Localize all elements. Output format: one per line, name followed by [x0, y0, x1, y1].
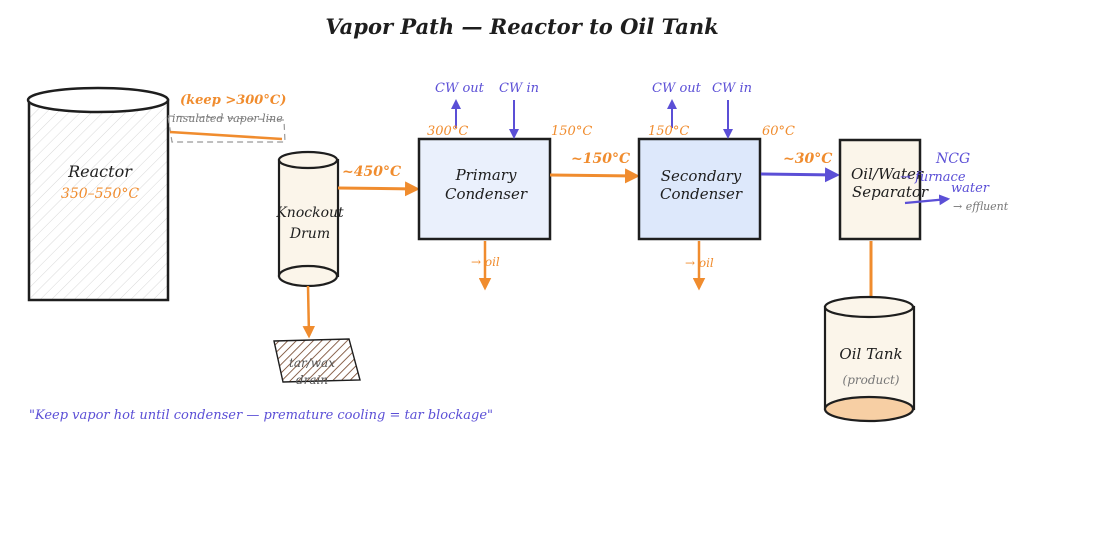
temp-to-secondary: ~150°C	[571, 151, 630, 167]
stream-to-separator	[760, 167, 840, 183]
insulated-line-label: insulated vapor line	[172, 112, 283, 125]
drain-arrow	[302, 285, 316, 339]
temp-to-separator: ~30°C	[783, 151, 832, 167]
temp-to-primary: ~450°C	[342, 164, 401, 180]
diagram-title: Vapor Path — Reactor to Oil Tank	[325, 14, 718, 39]
water-label: water	[951, 181, 990, 196]
oil-tank-label: Oil Tank	[839, 345, 902, 363]
oil-tank: Oil Tank (product)	[823, 295, 916, 423]
secondary-cw-out: CW out	[652, 81, 702, 96]
secondary-inlet-temp: 150°C	[648, 124, 689, 139]
separator-label-2: Separator	[852, 183, 929, 201]
primary-label-1: Primary	[455, 166, 517, 184]
water-arrow	[904, 194, 951, 206]
primary-condenser: Primary Condenser	[417, 137, 552, 241]
effluent-label: → effluent	[953, 200, 1009, 213]
oil-tank-note: (product)	[843, 373, 900, 387]
insulated-vapor-line: (keep >300°C) insulated vapor line	[167, 93, 286, 143]
primary-outlet-temp: 150°C	[551, 124, 592, 139]
oil-water-separator: Oil/Water Separator	[838, 138, 929, 241]
secondary-condenser: Secondary Condenser	[637, 137, 762, 241]
primary-cw-in: CW in	[499, 81, 539, 96]
reactor-vessel: Reactor 350–550°C	[26, 86, 170, 302]
furnace-label: → furnace	[900, 170, 966, 185]
separator-label-1: Oil/Water	[851, 165, 924, 183]
ncg-label: NCG	[935, 151, 970, 167]
keep-temp-note: (keep >300°C)	[180, 93, 286, 108]
knockout-label-1: Knockout	[275, 205, 344, 221]
stream-to-secondary	[549, 168, 640, 184]
secondary-label-2: Condenser	[660, 185, 743, 203]
stream-to-primary	[337, 181, 420, 197]
reactor-label: Reactor	[67, 162, 133, 181]
knockout-label-2: Drum	[289, 226, 330, 242]
secondary-oil-label: → oil	[685, 256, 714, 270]
primary-label-2: Condenser	[445, 185, 528, 203]
tar-wax-drain: tar/wax drain	[273, 338, 361, 387]
secondary-outlet-temp: 60°C	[762, 124, 795, 139]
primary-cw-out: CW out	[435, 81, 485, 96]
secondary-label-1: Secondary	[661, 167, 742, 185]
secondary-cw-in: CW in	[712, 81, 752, 96]
drain-label-1: tar/wax	[289, 356, 335, 370]
primary-oil-label: → oil	[471, 255, 500, 269]
knockout-drum: Knockout Drum	[275, 150, 344, 288]
design-note: "Keep vapor hot until condenser — premat…	[29, 408, 493, 423]
reactor-temp: 350–550°C	[61, 186, 139, 202]
primary-inlet-temp: 300°C	[427, 124, 468, 139]
drain-label-2: drain	[296, 373, 328, 387]
